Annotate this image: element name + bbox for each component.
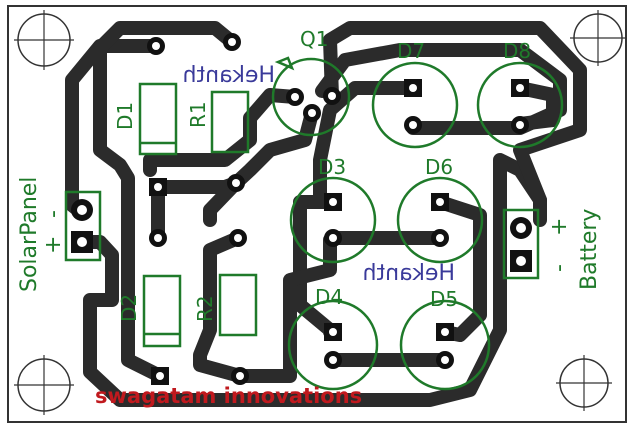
r1-outline: [210, 90, 250, 154]
solar-panel-label: SolarPanel: [17, 177, 42, 292]
d5-outline: [399, 299, 491, 391]
label-d6: D6: [425, 155, 453, 179]
q1-outline: [271, 57, 351, 137]
mounting-hole-top-right: [570, 10, 626, 66]
label-q1: Q1: [300, 27, 328, 51]
board-outline: [7, 5, 627, 423]
watermark-text: swagatam innovations: [95, 384, 362, 408]
mirrored-text-middle: Hekanth: [363, 261, 455, 286]
label-r2: R2: [193, 295, 217, 322]
r2-outline: [218, 273, 258, 337]
d3-outline: [289, 176, 377, 264]
mounting-hole-top-left: [14, 10, 74, 70]
label-d7: D7: [397, 39, 425, 63]
d7-outline: [371, 61, 459, 149]
mounting-hole-bottom-left: [14, 355, 74, 415]
d2-outline: [142, 274, 182, 348]
d1-outline: [138, 82, 178, 156]
d6-outline: [396, 176, 484, 264]
label-d4: D4: [315, 285, 343, 309]
label-d1: D1: [113, 102, 137, 130]
label-d8: D8: [503, 39, 531, 63]
battery-minus-label: -: [547, 264, 572, 272]
solar-plus-label: +: [41, 236, 66, 254]
pads: [71, 33, 532, 385]
label-d2: D2: [117, 294, 141, 322]
mirrored-text-top: Hekanth: [183, 63, 275, 88]
label-d5: D5: [430, 287, 458, 311]
label-d3: D3: [318, 155, 346, 179]
solar-connector-outline: [64, 190, 102, 262]
solar-minus-label: -: [41, 210, 66, 218]
d8-outline: [476, 61, 564, 149]
silkscreen: [64, 56, 564, 391]
battery-label: Battery: [577, 209, 602, 290]
battery-connector-outline: [502, 208, 540, 280]
mounting-hole-bottom-right: [556, 355, 612, 411]
label-r1: R1: [186, 101, 210, 128]
battery-plus-label: +: [547, 218, 572, 236]
d4-outline: [287, 299, 379, 391]
